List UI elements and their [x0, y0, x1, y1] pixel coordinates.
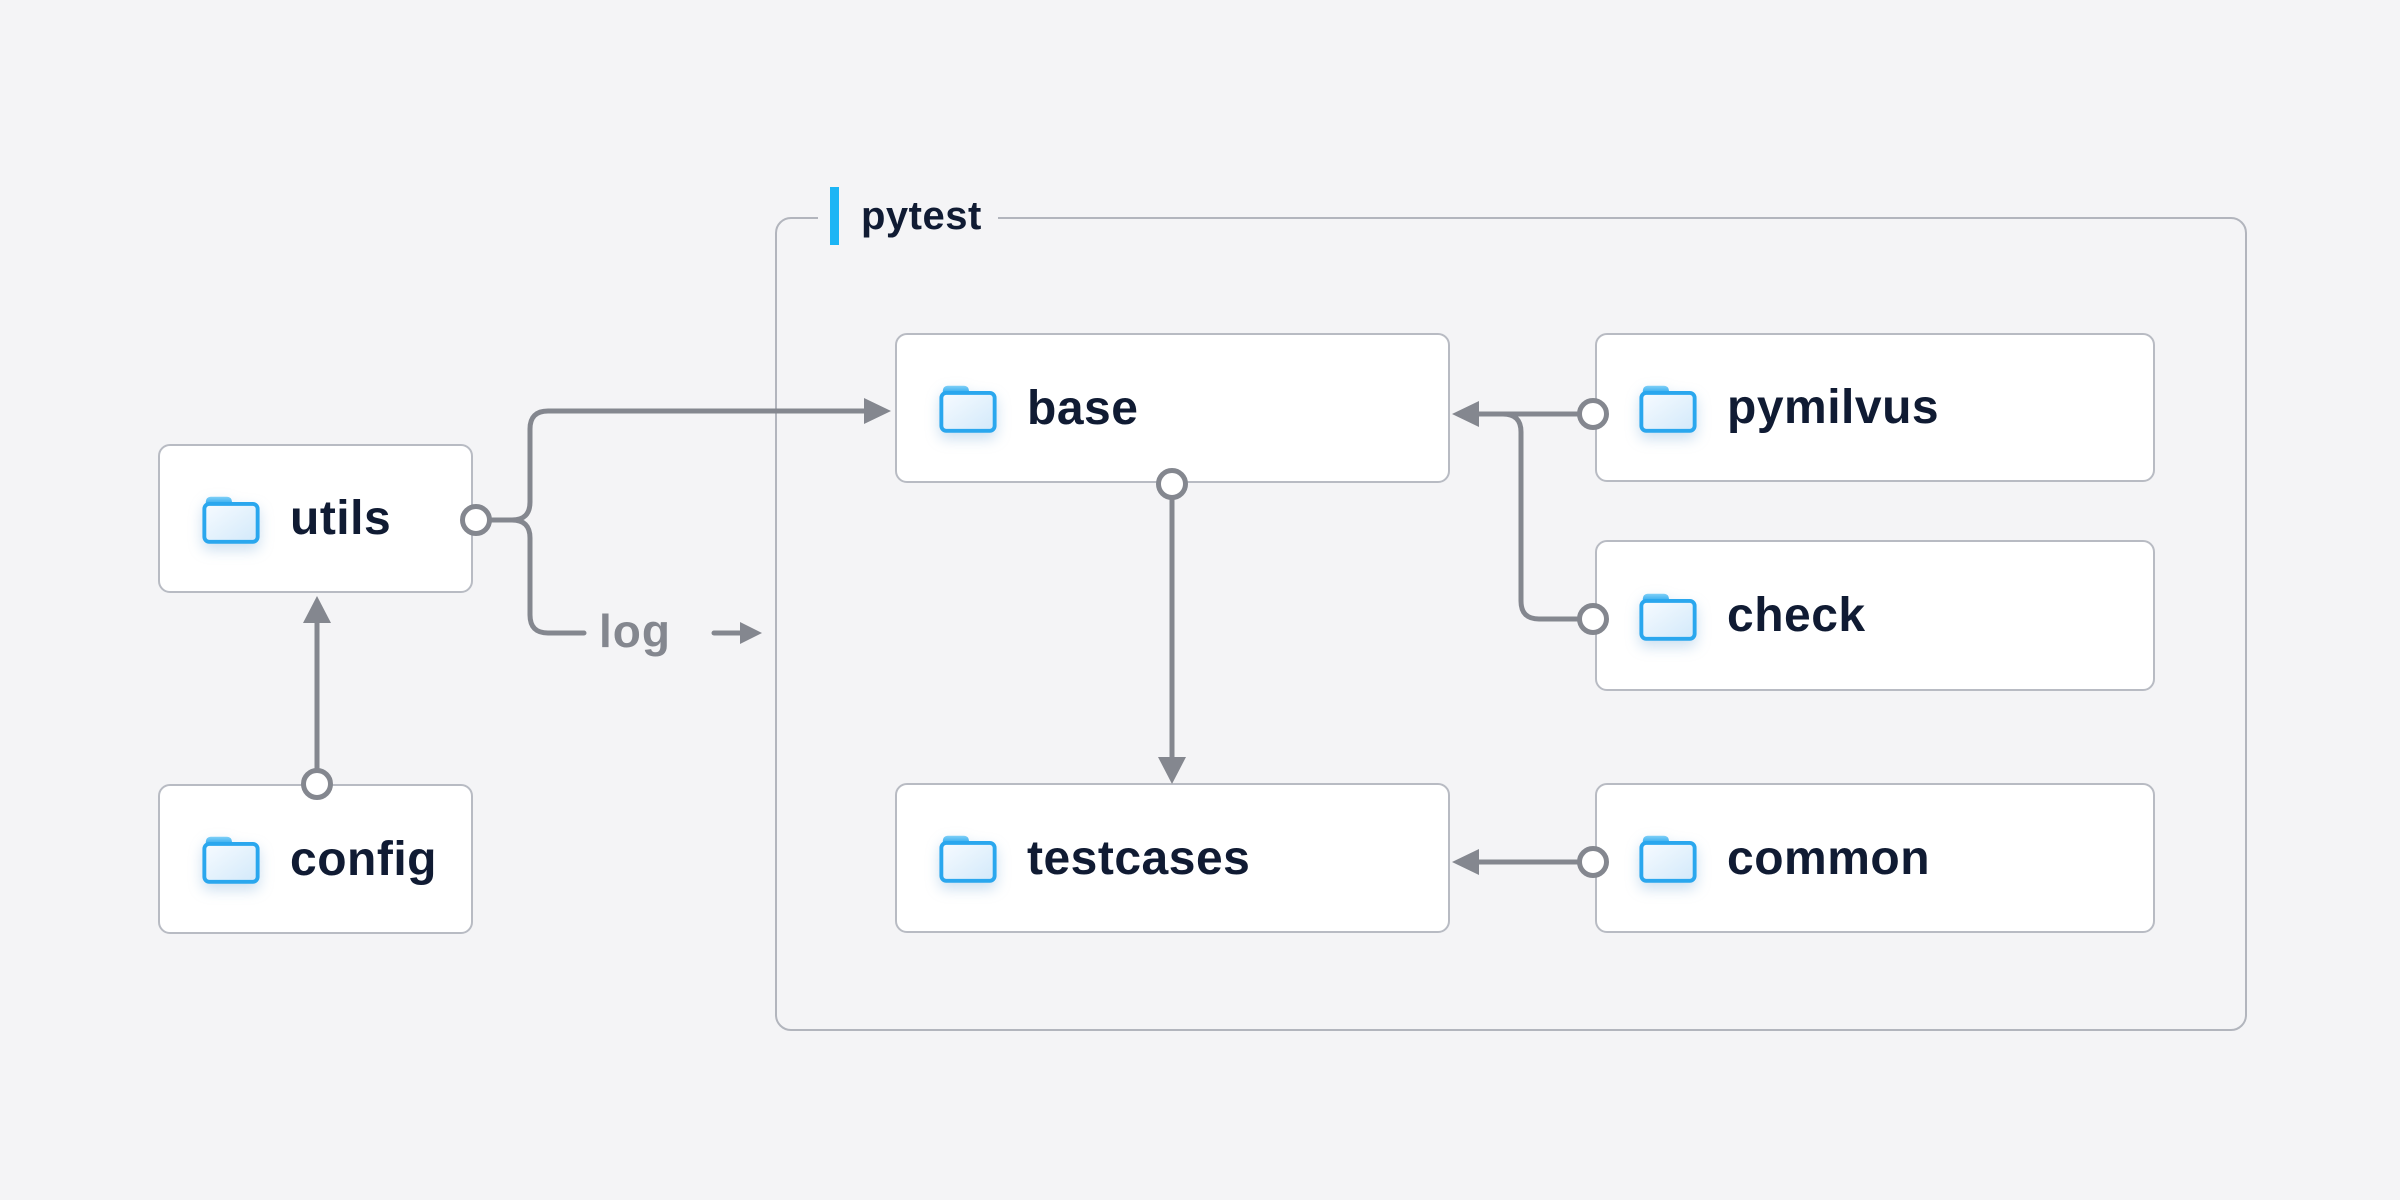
node-label: config: [290, 832, 437, 886]
folder-icon: [200, 491, 262, 547]
folder-icon: [1637, 588, 1699, 644]
node-check: check: [1595, 540, 2155, 691]
folder-icon: [1637, 830, 1699, 886]
log-edge-label: log: [599, 605, 671, 657]
node-testcases: testcases: [895, 783, 1450, 933]
folder-icon: [937, 380, 999, 436]
node-config: config: [158, 784, 473, 934]
node-base: base: [895, 333, 1450, 483]
log-arrow-icon: [711, 622, 762, 644]
edge-utils-log: [509, 517, 587, 636]
node-label: pymilvus: [1727, 381, 1940, 434]
edge-config-utils: [301, 596, 333, 800]
accent-bar-icon: [830, 187, 839, 245]
folder-icon: [1637, 380, 1699, 436]
folder-icon: [937, 830, 999, 886]
node-utils: utils: [158, 444, 473, 593]
node-label: base: [1027, 381, 1139, 435]
pytest-group-label: pytest: [818, 186, 998, 246]
pytest-group-container: [775, 217, 2247, 1031]
folder-icon: [200, 831, 262, 887]
node-pymilvus: pymilvus: [1595, 333, 2155, 482]
node-label: utils: [290, 492, 392, 545]
node-label: testcases: [1027, 831, 1251, 885]
node-common: common: [1595, 783, 2155, 933]
group-title: pytest: [861, 193, 982, 238]
node-label: common: [1727, 831, 1931, 885]
node-label: check: [1727, 589, 1866, 642]
